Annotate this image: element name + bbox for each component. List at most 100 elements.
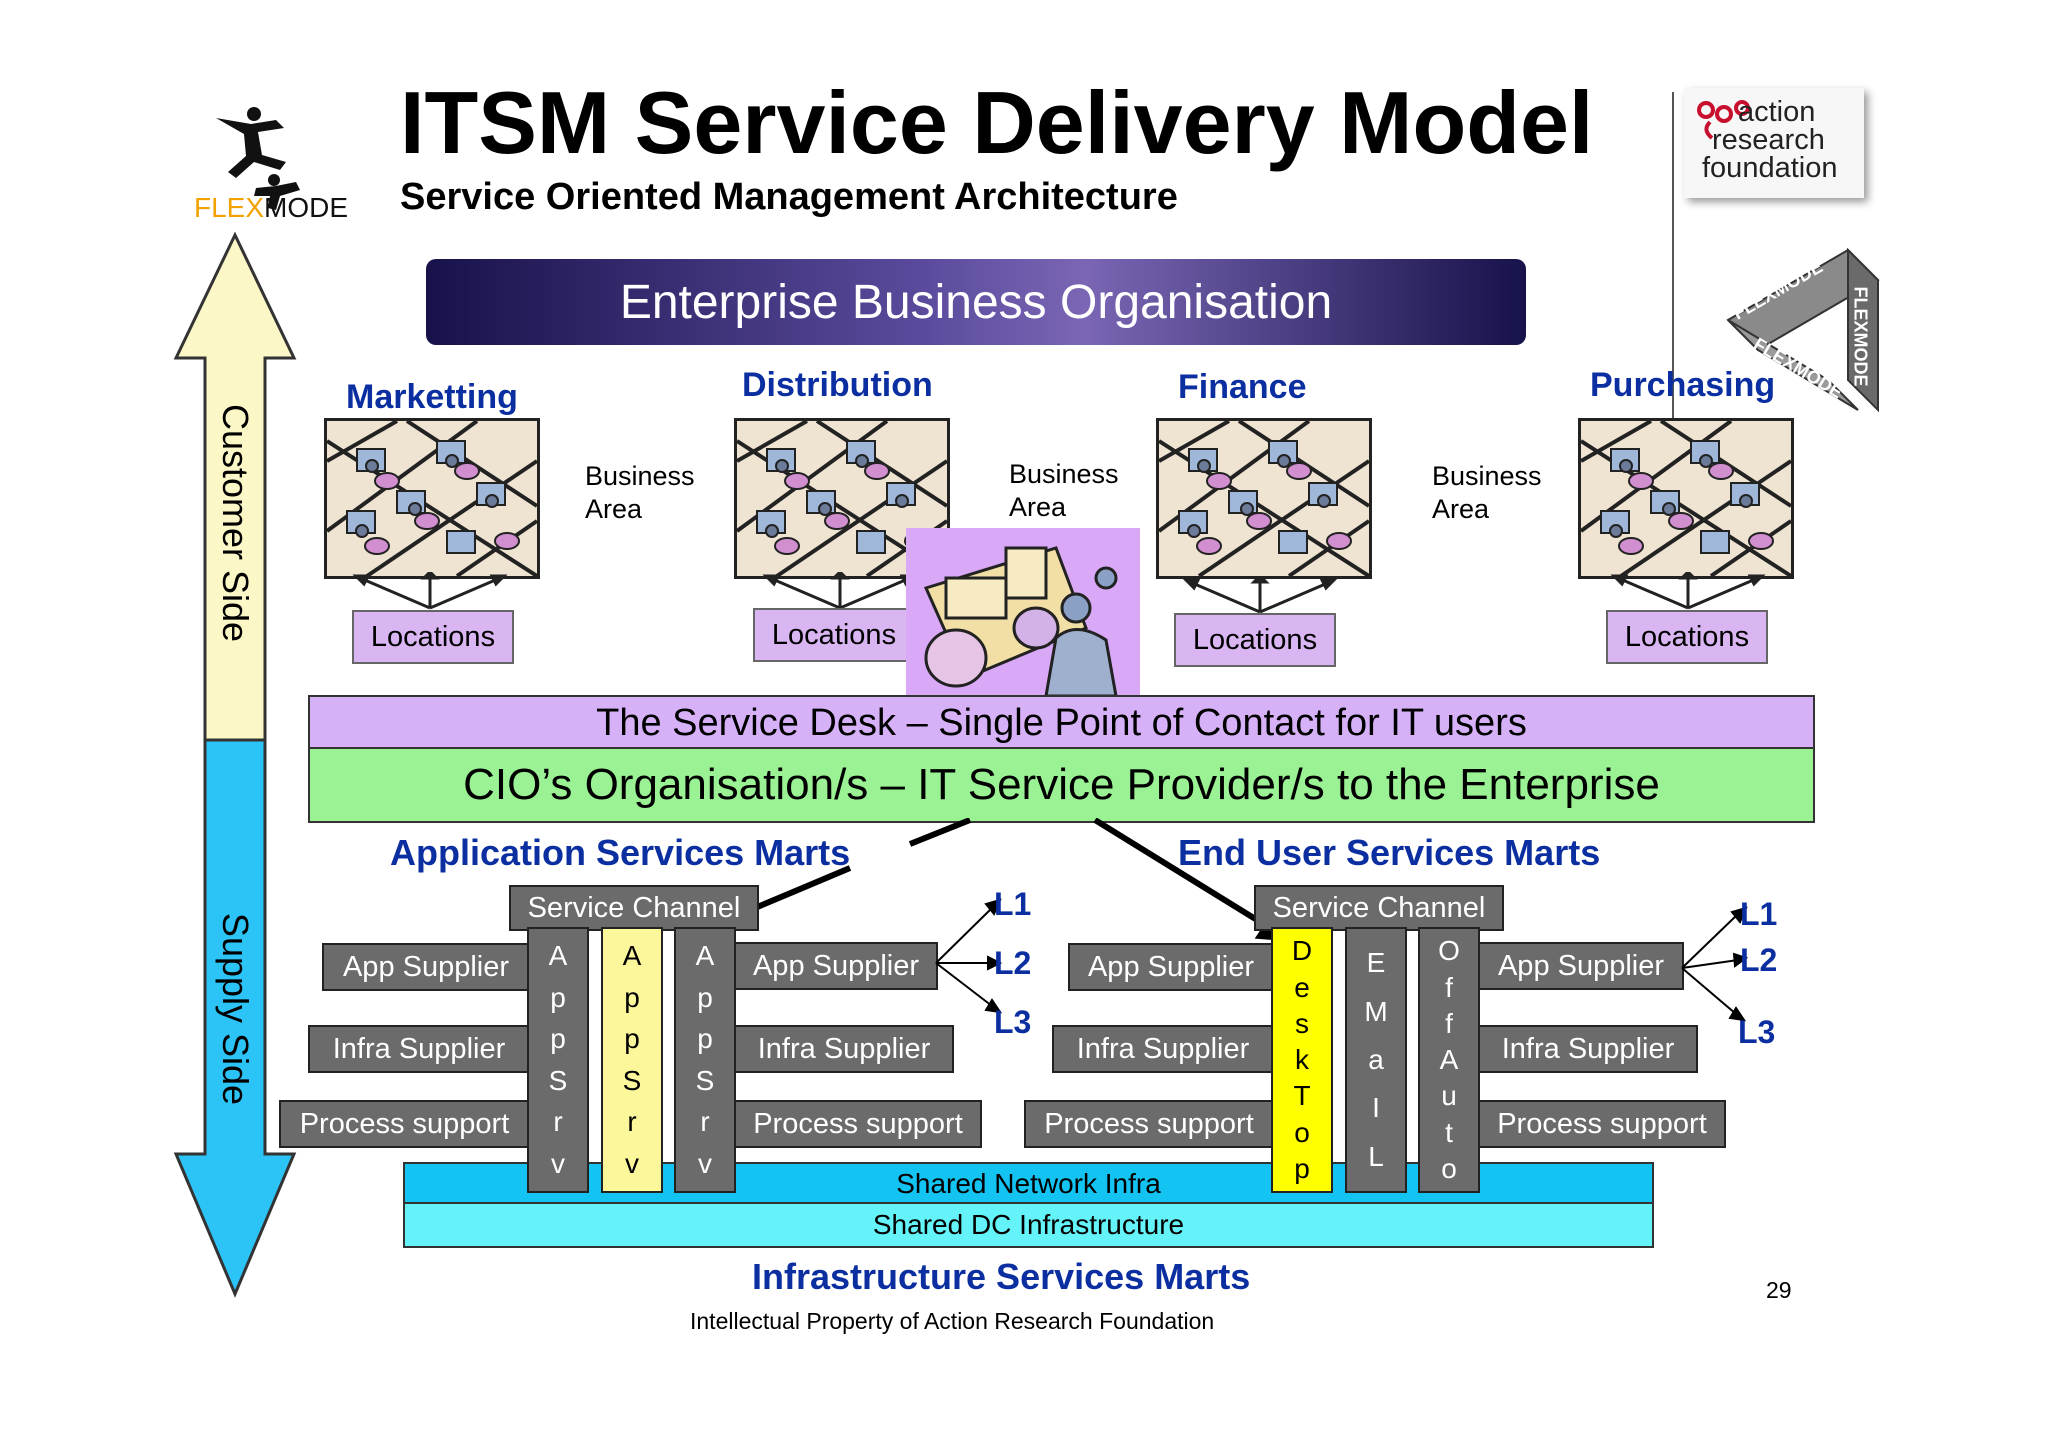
column-letter: v: [551, 1147, 565, 1179]
dept-distribution-title: Distribution: [742, 366, 933, 404]
app-service-channel: Service Channel: [509, 885, 759, 931]
app-left-infra-supplier: Infra Supplier: [308, 1025, 530, 1073]
column-letter: A: [1439, 1044, 1459, 1075]
dept-finance-title: Finance: [1178, 368, 1307, 406]
dept-purchasing-title: Purchasing: [1590, 366, 1776, 404]
service-desk-bar: The Service Desk – Single Point of Conta…: [308, 695, 1815, 751]
logo-mode-text: MODE: [264, 192, 349, 223]
location-arrows-distribution: [762, 572, 918, 610]
locations-finance: Locations: [1174, 613, 1336, 667]
location-arrows-finance: [1182, 576, 1338, 614]
column-letter: A: [548, 940, 568, 972]
eu-right-infra-supplier: Infra Supplier: [1478, 1025, 1698, 1073]
logo-line-2: research: [1712, 124, 1825, 156]
column-letter: p: [624, 981, 640, 1013]
column-letter: A: [695, 940, 715, 972]
column-letter: o: [1441, 1152, 1457, 1184]
column-letter: a: [1368, 1043, 1384, 1075]
enterprise-banner: Enterprise Business Organisation: [426, 259, 1526, 345]
app-level-arrows: [935, 898, 1003, 1014]
locations-marketing: Locations: [352, 610, 514, 664]
page-subtitle: Service Oriented Management Architecture: [400, 176, 1178, 218]
column-letter: t: [1445, 1116, 1453, 1148]
column-letter: p: [1294, 1152, 1310, 1184]
shared-dc-infrastructure: Shared DC Infrastructure: [403, 1202, 1654, 1248]
eu-left-process-support: Process support: [1024, 1100, 1274, 1148]
column-letter: T: [1293, 1080, 1311, 1112]
column-letter: M: [1364, 995, 1388, 1027]
app-right-process-support: Process support: [734, 1100, 982, 1148]
logo-line-1: action: [1738, 96, 1816, 128]
office-purchasing-image: [1578, 418, 1794, 579]
column-letter: O: [1438, 935, 1460, 967]
column-letter: v: [698, 1147, 712, 1179]
column-letter: f: [1445, 1007, 1453, 1039]
eu-right-app-supplier: App Supplier: [1478, 942, 1684, 990]
eu-left-app-supplier: App Supplier: [1068, 943, 1274, 991]
app-level-l2: L2: [994, 945, 1032, 981]
eu-level-l2: L2: [1740, 942, 1778, 978]
cio-organisation-bar: CIO’s Organisation/s – IT Service Provid…: [308, 747, 1815, 823]
dept-marketing-title: Marketting: [346, 378, 518, 416]
column-letter: S: [695, 1064, 715, 1096]
eu-level-l1: L1: [1740, 896, 1778, 932]
badge-text-b: FLEXMODE: [1850, 286, 1871, 387]
app-right-app-supplier: App Supplier: [734, 942, 938, 990]
flexmode-logo: FLEXMODE: [194, 100, 366, 225]
column-letter: E: [1366, 947, 1386, 979]
logo-flex-text: FLEX: [194, 192, 265, 223]
customer-side-label: Customer Side: [214, 403, 256, 643]
eu-left-infra-supplier: Infra Supplier: [1052, 1025, 1274, 1073]
eu-level-arrows: [1681, 906, 1749, 1022]
location-arrows-marketing: [352, 572, 508, 610]
eu-level-l3: L3: [1738, 1014, 1776, 1050]
end-user-marts-title: End User Services Marts: [1178, 832, 1601, 873]
app-left-app-supplier: App Supplier: [322, 943, 530, 991]
column-letter: e: [1294, 971, 1310, 1003]
column-letter: L: [1368, 1140, 1384, 1172]
column-letter: S: [548, 1064, 568, 1096]
column-letter: I: [1372, 1092, 1380, 1124]
location-arrows-purchasing: [1610, 572, 1766, 610]
column-letter: p: [697, 981, 713, 1013]
column-letter: k: [1295, 1044, 1309, 1075]
column-letter: r: [700, 1106, 710, 1138]
flexmode-badge: FLEXMODE FLEXMODE FLEXMODE: [1718, 240, 1888, 420]
eu-right-process-support: Process support: [1478, 1100, 1726, 1148]
footer-copyright: Intellectual Property of Action Research…: [690, 1308, 1215, 1334]
locations-distribution: Locations: [753, 608, 915, 662]
column-letter: S: [622, 1064, 642, 1096]
app-right-infra-supplier: Infra Supplier: [734, 1025, 954, 1073]
molecule-icon: [1697, 100, 1750, 140]
column-letter: p: [624, 1023, 640, 1055]
action-research-logo: action research foundation: [1684, 88, 1864, 198]
infrastructure-marts-title: Infrastructure Services Marts: [752, 1256, 1251, 1297]
logo-line-3: foundation: [1702, 152, 1838, 184]
column-letter: u: [1441, 1080, 1457, 1112]
column-letter: D: [1291, 935, 1313, 967]
supply-side-label: Supply Side: [214, 912, 256, 1106]
app-level-l3: L3: [994, 1004, 1032, 1040]
eu-service-channel: Service Channel: [1254, 885, 1504, 931]
column-letter: v: [625, 1147, 639, 1179]
column-letter: p: [550, 981, 566, 1013]
locations-purchasing: Locations: [1606, 610, 1768, 664]
column-letter: s: [1295, 1007, 1309, 1039]
column-letter: r: [627, 1106, 637, 1138]
column-letter: p: [697, 1023, 713, 1055]
office-finance-image: [1156, 418, 1372, 579]
app-left-process-support: Process support: [279, 1100, 530, 1148]
page-title: ITSM Service Delivery Model: [400, 73, 1594, 172]
application-marts-title: Application Services Marts: [390, 832, 851, 873]
service-desk-image: [906, 528, 1140, 696]
column-letter: o: [1294, 1116, 1310, 1148]
page-number: 29: [1766, 1277, 1792, 1303]
